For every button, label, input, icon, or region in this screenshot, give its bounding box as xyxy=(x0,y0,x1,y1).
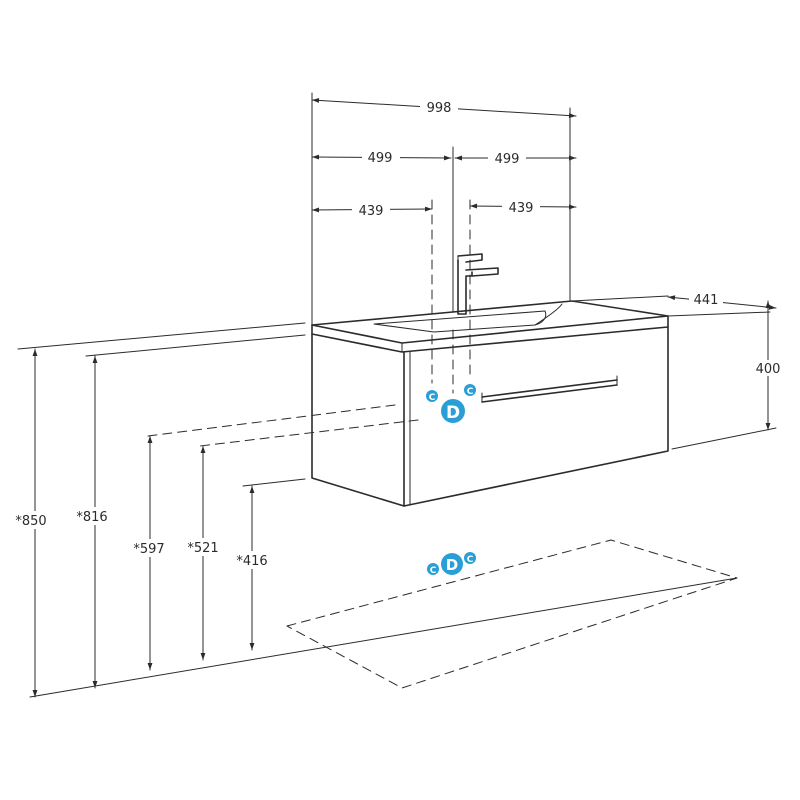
cold-connection-right-icon: C xyxy=(464,384,476,397)
floor-footprint xyxy=(286,539,738,689)
dimension-441-label: 441 xyxy=(694,293,719,308)
svg-text:D: D xyxy=(446,556,458,574)
dimension-597-label: *597 xyxy=(133,542,164,557)
drain-connection-icon: D xyxy=(441,399,465,423)
dimension-521-label: *521 xyxy=(187,541,218,556)
dimension-998: 998 xyxy=(311,97,577,119)
reference-lines xyxy=(17,322,306,487)
dimension-816-label: *816 xyxy=(76,510,107,525)
cold-connection-floor-left-icon: C xyxy=(427,563,439,576)
floor xyxy=(29,539,738,698)
dimension-499-right-label: 499 xyxy=(495,152,520,167)
dimension-998-label: 998 xyxy=(427,101,452,116)
svg-text:C: C xyxy=(430,566,437,576)
svg-text:C: C xyxy=(467,387,474,397)
dimension-850: *850 xyxy=(11,348,51,698)
svg-text:C: C xyxy=(467,555,474,565)
dimension-499-right: 499 xyxy=(454,149,577,167)
faucet xyxy=(457,253,499,315)
dimension-400: 400 xyxy=(671,300,784,450)
drain-connection-floor-icon: D xyxy=(441,553,463,575)
dimension-439-left-label: 439 xyxy=(359,204,384,219)
cabinet-body xyxy=(311,326,669,507)
dimension-400-label: 400 xyxy=(756,362,781,377)
cold-connection-floor-right-icon: C xyxy=(464,552,476,565)
dimension-499-left-label: 499 xyxy=(368,151,393,166)
cold-connection-left-icon: C xyxy=(426,390,438,403)
dimension-850-label: *850 xyxy=(15,514,46,529)
dimension-416: *416 xyxy=(232,485,272,651)
dimension-416-label: *416 xyxy=(236,554,267,569)
dimension-441: 441 xyxy=(571,291,777,317)
dimension-816: *816 xyxy=(72,355,112,689)
vanity-unit xyxy=(311,300,669,507)
svg-text:C: C xyxy=(429,393,436,403)
svg-text:D: D xyxy=(446,403,460,423)
floor-connections: C D C xyxy=(427,552,476,576)
dimension-521: *521 xyxy=(183,445,223,661)
wall-connections: C C D xyxy=(426,384,476,423)
drawer-handle xyxy=(481,375,618,403)
dimension-499-left: 499 xyxy=(311,148,452,166)
dimension-439-right: 439 xyxy=(469,198,577,216)
dimension-439-right-label: 439 xyxy=(509,201,534,216)
dimension-439-left: 439 xyxy=(311,201,433,219)
basin-top xyxy=(311,300,669,344)
dimension-597: *597 xyxy=(129,435,169,671)
connection-guide-lines xyxy=(147,199,471,447)
